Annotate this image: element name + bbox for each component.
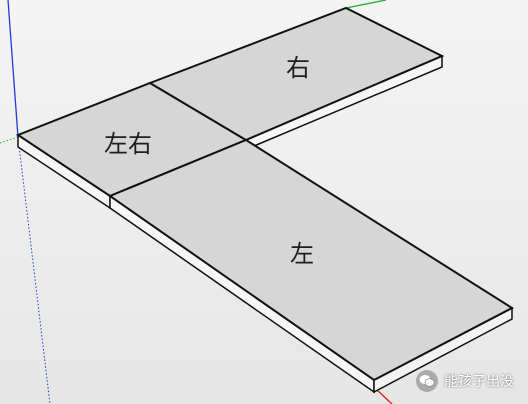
red-axis-solid bbox=[375, 388, 393, 404]
label-bottom: 左 bbox=[290, 240, 314, 268]
green-axis-solid bbox=[345, 0, 387, 9]
blue-axis-dotted bbox=[17, 136, 51, 404]
slab-top-right-wing[interactable] bbox=[147, 6, 445, 142]
blue-axis-solid bbox=[7, 0, 19, 138]
wechat-bubble-icon bbox=[416, 370, 438, 392]
label-corner: 左右 bbox=[104, 130, 152, 158]
label-top-right: 右 bbox=[286, 54, 310, 82]
green-axis-dotted bbox=[0, 136, 19, 144]
watermark: 能孩子出没 bbox=[416, 370, 514, 392]
watermark-text: 能孩子出没 bbox=[444, 374, 514, 390]
slab-top-bottom-wing[interactable] bbox=[107, 138, 515, 382]
